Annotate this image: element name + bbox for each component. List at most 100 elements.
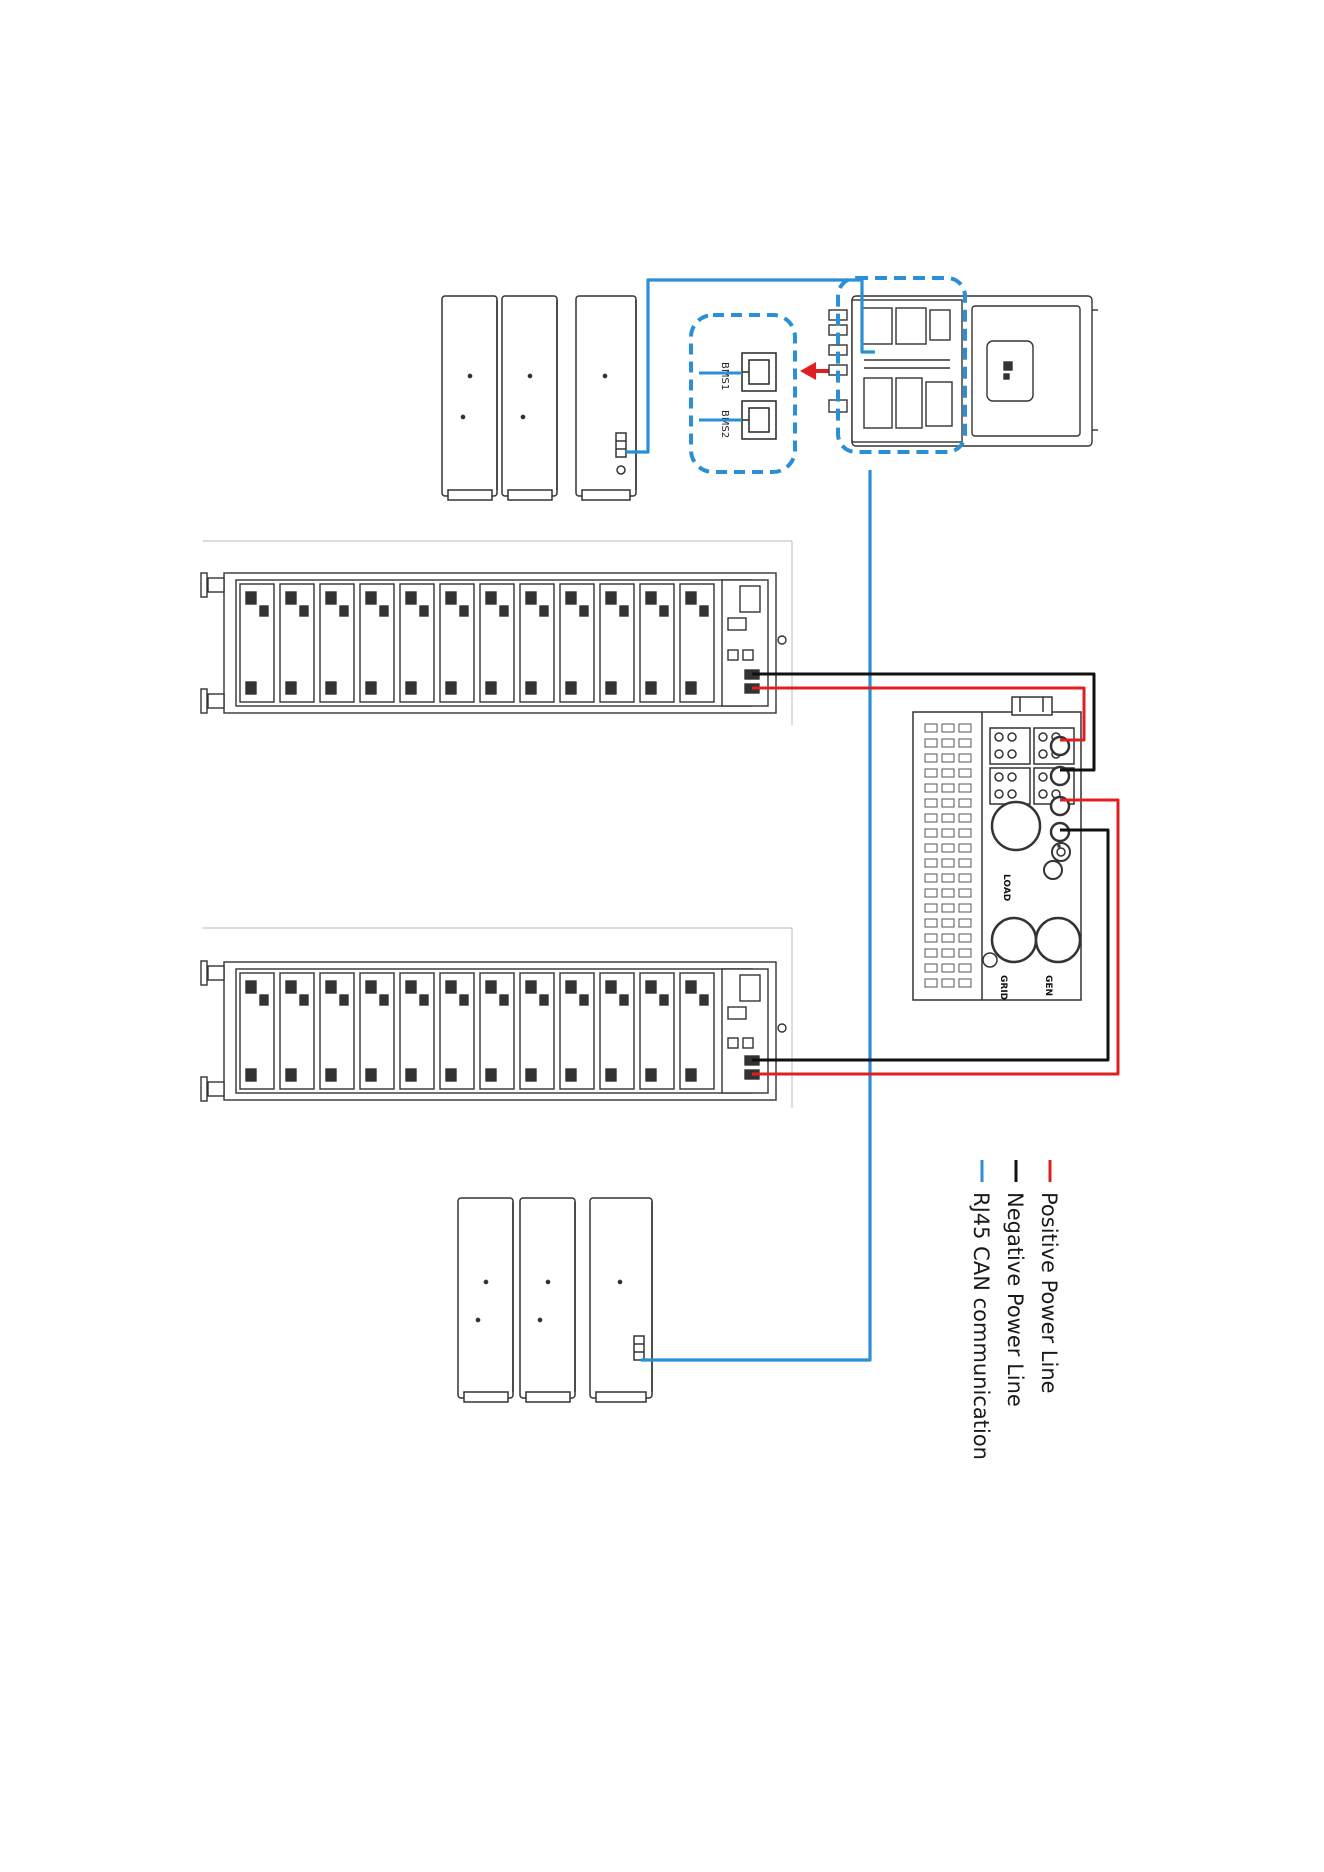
module-terminal <box>700 995 708 1005</box>
rack-module <box>680 973 714 1089</box>
module-handle <box>686 1069 696 1081</box>
module-terminal <box>580 606 588 616</box>
rack-feet <box>201 573 224 713</box>
module-terminal <box>660 606 668 616</box>
rack-module <box>240 973 274 1089</box>
module-handle <box>566 1069 576 1081</box>
legend-positive-label: Positive Power Line <box>1037 1192 1061 1394</box>
module-handle <box>646 592 656 604</box>
module-handle <box>366 1069 376 1081</box>
module-handle <box>446 1069 456 1081</box>
rack-battery-2 <box>201 928 792 1108</box>
rack-feet <box>201 961 224 1101</box>
module-terminal <box>660 995 668 1005</box>
grid-gland <box>992 918 1036 962</box>
load-label: LOAD <box>1001 874 1011 901</box>
module-terminal <box>460 606 468 616</box>
rack-module <box>600 584 634 702</box>
rack-module <box>360 973 394 1089</box>
module-handle <box>646 682 656 694</box>
module-terminal <box>620 995 628 1005</box>
module-terminal <box>260 606 268 616</box>
module-handle <box>326 1069 336 1081</box>
module-handle <box>406 1069 416 1081</box>
module-terminal <box>460 995 468 1005</box>
module-terminal <box>540 606 548 616</box>
battery-module-master <box>576 296 636 500</box>
bms-port-callout: BMS1 BMS2 <box>691 315 795 472</box>
rack-module <box>400 584 434 702</box>
module-handle <box>606 1069 616 1081</box>
module-terminal <box>380 606 388 616</box>
module-terminal <box>300 995 308 1005</box>
rack-module <box>680 584 714 702</box>
rack-module <box>480 973 514 1089</box>
module-handle <box>526 1069 536 1081</box>
module-terminal <box>300 606 308 616</box>
rack-module <box>560 973 594 1089</box>
battery-module-slave <box>590 1198 652 1402</box>
top-battery-stack <box>442 296 636 500</box>
module-handle <box>406 592 416 604</box>
module-terminal <box>260 995 268 1005</box>
module-handle <box>486 1069 496 1081</box>
inverter-main: LOAD GRID GEN <box>913 697 1081 1000</box>
bms1-label: BMS1 <box>719 362 730 390</box>
module-terminal <box>500 606 508 616</box>
gen-label: GEN <box>1043 975 1053 996</box>
legend-item-positive: Positive Power Line <box>1037 1160 1061 1394</box>
module-handle <box>446 682 456 694</box>
module-handle <box>286 981 296 993</box>
module-handle <box>326 592 336 604</box>
legend-item-negative: Negative Power Line <box>1003 1160 1027 1407</box>
module-terminal <box>580 995 588 1005</box>
module-terminal <box>340 995 348 1005</box>
rack-module <box>640 584 674 702</box>
gen-gland <box>1036 918 1080 962</box>
rj45-port-bms2 <box>742 401 776 439</box>
battery-module <box>442 296 497 500</box>
battery-module <box>458 1198 513 1402</box>
module-handle <box>526 981 536 993</box>
rack-module <box>480 584 514 702</box>
module-terminal <box>340 606 348 616</box>
module-terminal <box>420 995 428 1005</box>
legend-item-can: RJ45 CAN communication <box>969 1160 993 1460</box>
module-handle <box>366 592 376 604</box>
module-handle <box>686 592 696 604</box>
rack-module <box>360 584 394 702</box>
module-handle <box>326 981 336 993</box>
module-handle <box>286 1069 296 1081</box>
module-handle <box>286 592 296 604</box>
module-handle <box>286 682 296 694</box>
rack-module <box>240 584 274 702</box>
module-terminal <box>420 606 428 616</box>
module-handle <box>406 682 416 694</box>
rack-module <box>600 973 634 1089</box>
rack-module <box>280 584 314 702</box>
legend: Positive Power Line Negative Power Line … <box>969 1160 1061 1460</box>
module-handle <box>606 592 616 604</box>
module-handle <box>606 682 616 694</box>
module-handle <box>566 682 576 694</box>
module-handle <box>246 981 256 993</box>
module-handle <box>566 981 576 993</box>
rack-module <box>440 973 474 1089</box>
module-handle <box>686 981 696 993</box>
module-handle <box>246 682 256 694</box>
module-handle <box>366 981 376 993</box>
rack-module <box>560 584 594 702</box>
module-handle <box>246 1069 256 1081</box>
module-handle <box>326 682 336 694</box>
rack-module <box>440 584 474 702</box>
module-handle <box>646 981 656 993</box>
module-terminal <box>700 606 708 616</box>
battery-module <box>502 296 557 500</box>
module-handle <box>646 1069 656 1081</box>
module-handle <box>486 592 496 604</box>
legend-negative-label: Negative Power Line <box>1003 1192 1027 1407</box>
module-handle <box>446 981 456 993</box>
module-handle <box>406 981 416 993</box>
rack-module <box>320 973 354 1089</box>
